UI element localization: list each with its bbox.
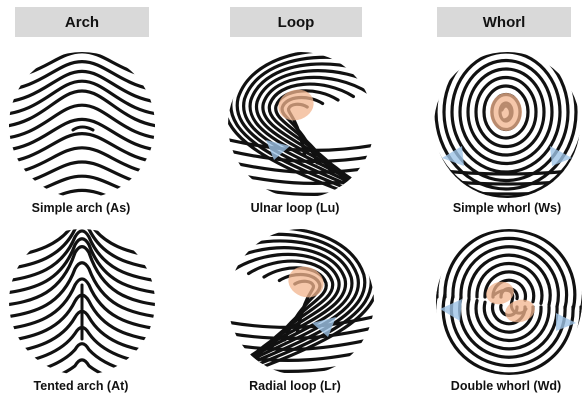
double-whorl-fingerprint: [436, 229, 582, 375]
column-header-loop: Loop: [230, 7, 362, 37]
tented-arch-fingerprint: [9, 229, 155, 375]
caption-radial-loop: Radial loop (Lr): [249, 379, 341, 393]
caption-double-whorl: Double whorl (Wd): [450, 379, 562, 393]
caption-simple-whorl: Simple whorl (Ws): [452, 201, 562, 215]
column-header-whorl: Whorl: [437, 7, 571, 37]
column-header-arch: Arch: [15, 7, 149, 37]
simple-arch-fingerprint: [9, 52, 155, 198]
radial-loop-fingerprint: [228, 229, 374, 375]
caption-tented-arch: Tented arch (At): [33, 379, 129, 393]
caption-ulnar-loop: Ulnar loop (Lu): [250, 201, 340, 215]
caption-simple-arch: Simple arch (As): [31, 201, 131, 215]
ulnar-loop-fingerprint: [228, 52, 374, 198]
simple-whorl-fingerprint: [434, 52, 580, 198]
